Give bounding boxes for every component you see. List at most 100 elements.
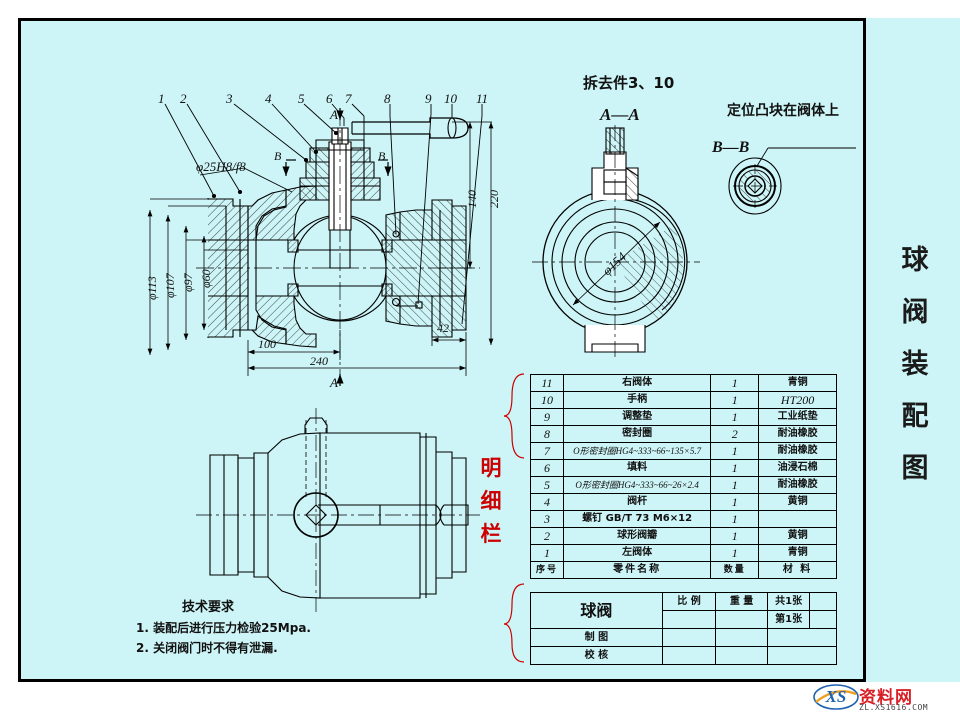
dim-220: 220 <box>487 190 501 208</box>
part-material: 耐油橡胶 <box>758 476 837 494</box>
section-mark-a-top: A <box>330 107 338 122</box>
technical-requirements-heading: 技术要求 <box>182 600 235 615</box>
part-qty: 1 <box>710 408 760 426</box>
dim-phi-113: φ113 <box>145 276 159 300</box>
callout-2: 2 <box>180 91 187 106</box>
part-name: 右阀体 <box>562 374 712 392</box>
part-qty: 1 <box>710 544 760 562</box>
part-no: 2 <box>530 527 564 545</box>
parts-list-label-char-3: 栏 <box>480 522 502 546</box>
watermark-logo-icon <box>813 684 859 710</box>
table-row: 1 左阀体 1 青铜 <box>530 544 837 562</box>
part-name: 阀杆 <box>562 493 712 511</box>
part-qty: 1 <box>710 459 760 477</box>
section-bb-title: B—B <box>712 139 750 156</box>
dim-240: 240 <box>310 354 328 368</box>
titleblock-drawn-by <box>661 628 717 647</box>
part-name: 填料 <box>562 459 712 477</box>
table-row: 6 填料 1 油浸石棉 <box>530 459 837 477</box>
titleblock-checked-by <box>661 646 717 665</box>
dim-phi-107: φ107 <box>163 273 177 298</box>
part-qty: 1 <box>710 527 760 545</box>
part-qty: 2 <box>710 425 760 443</box>
titleblock-checked-date <box>715 646 768 665</box>
part-name: 密封圈 <box>562 425 712 443</box>
parts-list-label: 明 细 栏 <box>478 452 504 551</box>
technical-requirement-2: 2. 关闭阀门时不得有泄漏. <box>136 641 278 655</box>
remove-parts-note: 拆去件3、10 <box>583 74 675 92</box>
titleblock-checked-label: 校 核 <box>530 646 663 665</box>
titleblock-scale-label: 比 例 <box>661 592 717 611</box>
title-block: 球阀 比 例 重 量 共1张 第1张 制 图 校 核 <box>530 592 838 665</box>
callout-8: 8 <box>384 91 391 106</box>
titleblock-spare-1 <box>809 592 837 611</box>
callout-10: 10 <box>444 91 457 106</box>
locating-boss-note: 定位凸块在阀体上 <box>727 103 839 119</box>
callout-1: 1 <box>158 91 165 106</box>
watermark-site-name: 资料网 <box>859 688 913 708</box>
column-header-name: 零件名称 <box>562 561 712 579</box>
part-name: O形密封圈HG4~333~66~135×5.7 <box>562 442 712 460</box>
table-row: 11 右阀体 1 青铜 <box>530 374 837 392</box>
table-row: 2 球形阀瓣 1 黄铜 <box>530 527 837 545</box>
parts-list-label-char-1: 明 <box>480 456 502 480</box>
part-no: 4 <box>530 493 564 511</box>
technical-requirements: 技术要求 1. 装配后进行压力检验25Mpa. 2. 关闭阀门时不得有泄漏. <box>136 596 311 659</box>
watermark: XS 资料网 ZL.XS1616.COM <box>812 682 952 716</box>
table-row: 9 调整垫 1 工业纸垫 <box>530 408 837 426</box>
part-no: 3 <box>530 510 564 528</box>
page-title-char-2: 阀 <box>901 297 929 328</box>
part-no: 1 <box>530 544 564 562</box>
part-name: 螺钉 GB/T 73 M6×12 <box>562 510 712 528</box>
part-material: 耐油橡胶 <box>758 442 837 460</box>
titleblock-total-sheets: 共1张 <box>766 592 811 611</box>
callout-9: 9 <box>425 91 432 106</box>
part-name: 左阀体 <box>562 544 712 562</box>
titleblock-scale-value <box>661 610 717 629</box>
callout-6: 6 <box>326 91 333 106</box>
dim-bore-fit: φ25H8/f8 <box>196 159 246 174</box>
callout-3: 3 <box>226 91 233 106</box>
parts-list-table: 11 右阀体 1 青铜 10 手柄 1 HT200 9 调整垫 1 工业纸垫 8… <box>530 374 837 579</box>
table-row: 8 密封圈 2 耐油橡胶 <box>530 425 837 443</box>
watermark-logo-text: XS <box>825 687 847 706</box>
part-name: 球形阀瓣 <box>562 527 712 545</box>
title-block-row-1: 球阀 比 例 重 量 共1张 <box>530 592 837 629</box>
callout-5: 5 <box>298 91 305 106</box>
dim-140: 140 <box>465 190 479 208</box>
titleblock-spare-3 <box>766 628 838 647</box>
part-qty: 1 <box>710 442 760 460</box>
dim-phi-60: φ60 <box>199 269 213 288</box>
part-name: 手柄 <box>562 391 712 409</box>
part-no: 5 <box>530 476 564 494</box>
part-material: 耐油橡胶 <box>758 425 837 443</box>
parts-list-label-char-2: 细 <box>480 489 502 513</box>
part-no: 6 <box>530 459 564 477</box>
technical-requirement-1: 1. 装配后进行压力检验25Mpa. <box>136 621 311 635</box>
part-name: 调整垫 <box>562 408 712 426</box>
section-aa-title: A—A <box>600 105 640 124</box>
watermark-url: ZL.XS1616.COM <box>859 703 929 712</box>
dim-phi-97: φ97 <box>181 273 195 292</box>
dim-42: 42 <box>437 321 449 335</box>
part-qty: 1 <box>710 510 760 528</box>
titleblock-drawn-date <box>715 628 768 647</box>
column-header-no: 序号 <box>530 561 564 579</box>
part-no: 11 <box>530 374 564 392</box>
part-material: 青铜 <box>758 374 837 392</box>
section-mark-b-right: B <box>378 149 386 163</box>
page-title-char-4: 配 <box>901 401 929 432</box>
page-title-char-3: 装 <box>901 349 929 380</box>
part-name: O形密封圈HG4~333~66~26×2.4 <box>562 476 712 494</box>
titleblock-weight-label: 重 量 <box>715 592 768 611</box>
part-material: 青铜 <box>758 544 837 562</box>
part-no: 8 <box>530 425 564 443</box>
part-material: 油浸石棉 <box>758 459 837 477</box>
part-qty: 1 <box>710 493 760 511</box>
titleblock-drawn-label: 制 图 <box>530 628 663 647</box>
part-material: 黄铜 <box>758 493 837 511</box>
titleblock-spare-2 <box>809 610 837 629</box>
part-qty: 1 <box>710 374 760 392</box>
part-qty: 1 <box>710 476 760 494</box>
